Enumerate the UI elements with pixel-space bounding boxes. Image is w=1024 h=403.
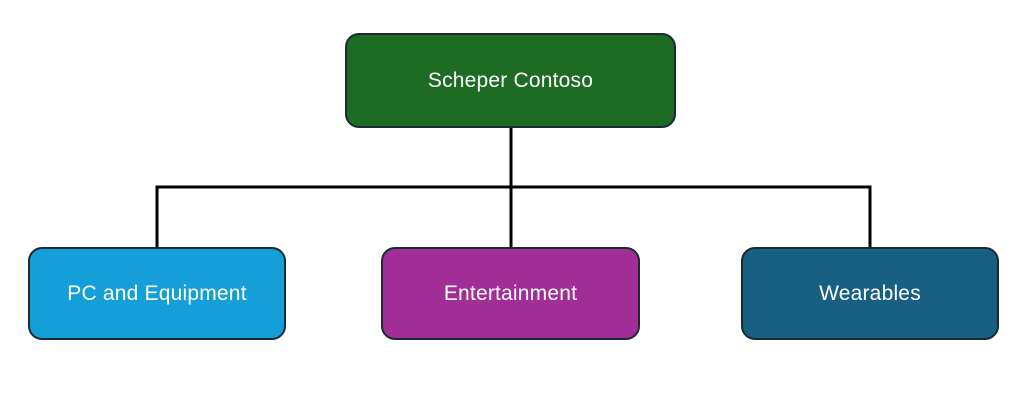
- child-node-label: PC and Equipment: [67, 281, 247, 305]
- root-node[interactable]: Scheper Contoso: [345, 33, 676, 128]
- root-node-label: Scheper Contoso: [427, 68, 594, 92]
- child-node-label: Entertainment: [443, 281, 578, 305]
- child-node-label: Wearables: [819, 281, 921, 305]
- child-node-pc-and-equipment[interactable]: PC and Equipment: [28, 247, 286, 340]
- child-node-entertainment[interactable]: Entertainment: [381, 247, 640, 340]
- child-node-wearables[interactable]: Wearables: [741, 247, 999, 340]
